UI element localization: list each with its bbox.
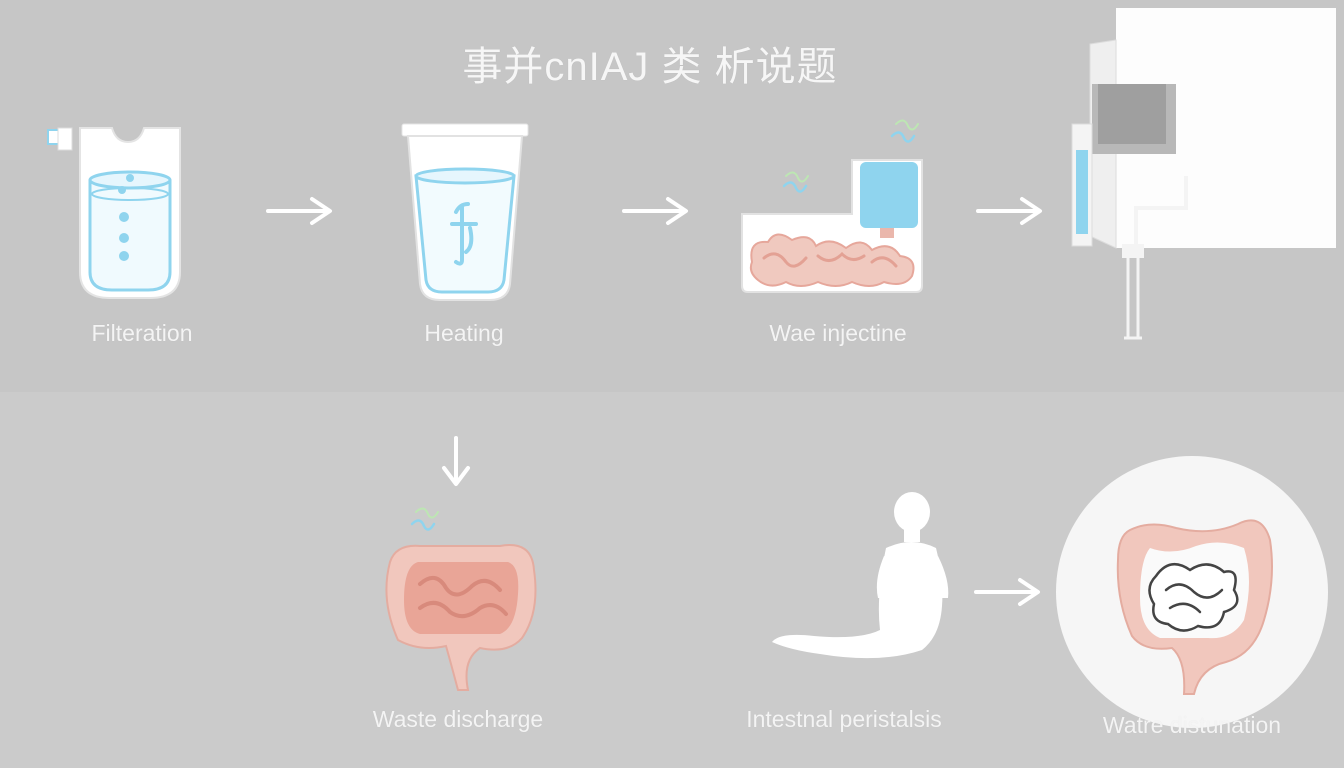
machine-icon (1071, 8, 1336, 340)
step-label-peristalsis: Intestnal peristalsis (746, 706, 942, 732)
arrow-right-icon (266, 197, 332, 225)
colon-circle-icon (1056, 456, 1328, 728)
diagram-title: 事并cnIAJ 类 析说题 (462, 45, 838, 89)
arrow-down-icon (442, 436, 470, 486)
reclining-person-icon (772, 492, 949, 659)
heating-cup-icon (401, 123, 529, 301)
step-label-filtration: Filteration (91, 320, 193, 346)
step-label-injection: Wae injectine (769, 320, 907, 346)
filter-beaker-icon (47, 127, 181, 299)
step-label-heating: Heating (424, 320, 504, 346)
step-label-waste-discharge: Waste discharge (372, 706, 544, 732)
injection-bag-icon (741, 119, 923, 293)
arrow-right-icon (622, 197, 688, 225)
arrow-right-icon (974, 578, 1040, 606)
arrow-right-icon (976, 197, 1042, 225)
intestine-icon (385, 507, 537, 691)
step-label-distunation: Watre distunation (1102, 712, 1282, 738)
